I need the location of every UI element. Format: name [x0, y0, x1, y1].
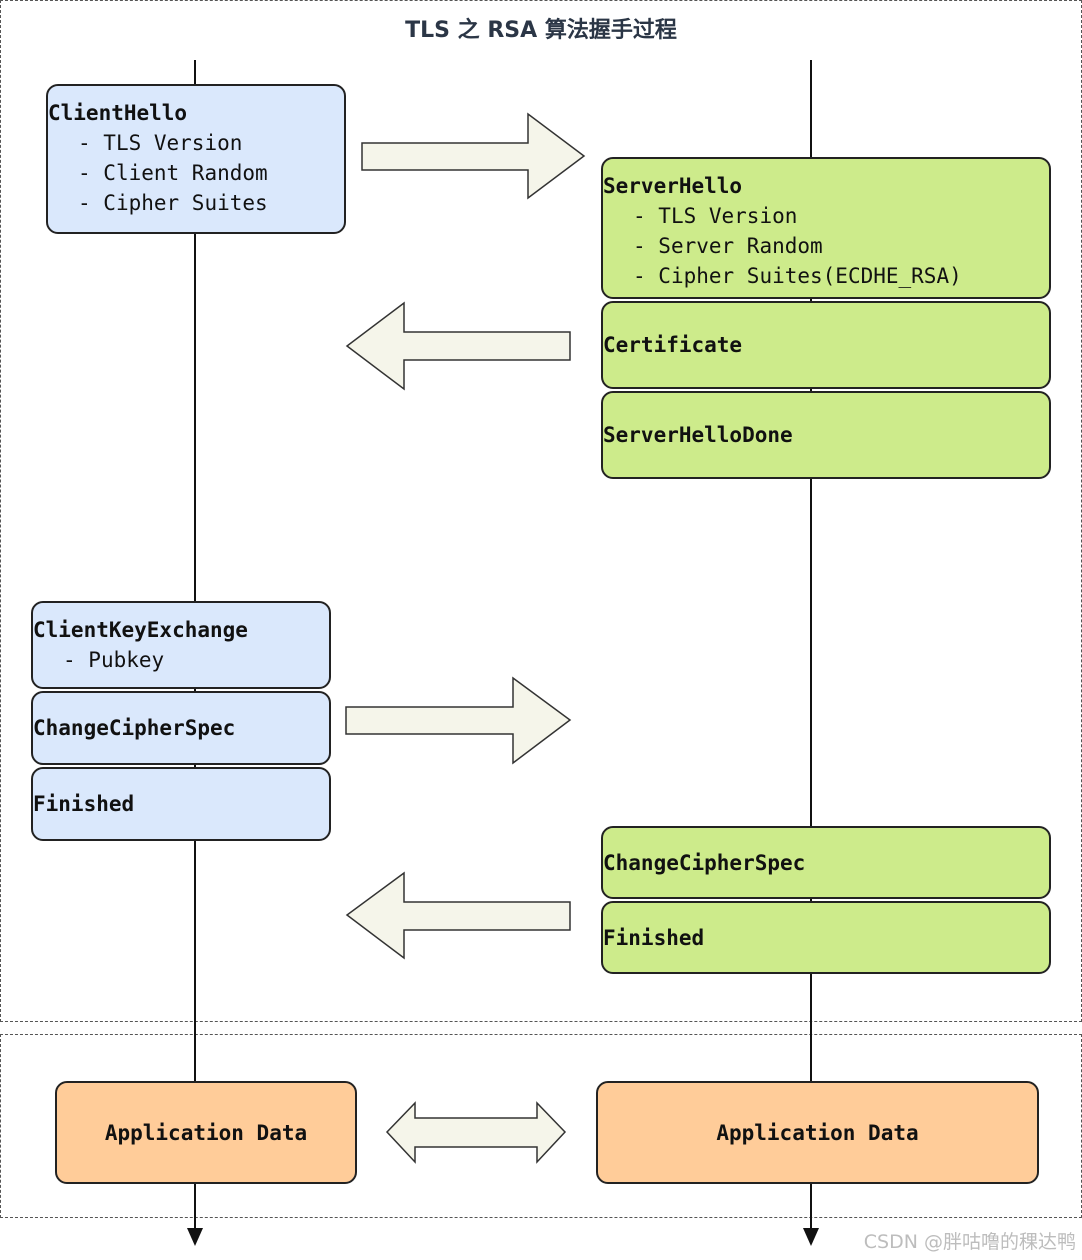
arrow-double-shape: [385, 1101, 567, 1164]
client-application-data-label: Application Data: [104, 1120, 308, 1145]
server-lifeline: [810, 60, 812, 1230]
server-hello-title: ServerHello: [603, 174, 743, 198]
server-hello-done-label: ServerHelloDone: [603, 423, 793, 447]
client-hello-item: - Cipher Suites: [78, 191, 268, 215]
client-application-data-box: Application Data: [55, 1081, 357, 1184]
server-hello-done-box: ServerHelloDone: [601, 391, 1051, 479]
server-certificate-box: Certificate: [601, 301, 1051, 389]
client-key-exchange-title: ClientKeyExchange: [33, 618, 248, 642]
arrow-right-shape: [361, 112, 586, 200]
diagram-title: TLS 之 RSA 算法握手过程: [405, 18, 677, 43]
client-change-cipher-spec-label: ChangeCipherSpec: [33, 716, 236, 740]
server-change-cipher-spec-label: ChangeCipherSpec: [603, 850, 806, 875]
server-finished-box: Finished: [601, 901, 1051, 974]
server-hello-box: ServerHello - TLS Version - Server Rando…: [601, 157, 1051, 299]
client-lifeline-arrowhead: [187, 1228, 203, 1246]
arrow-left-shape: [345, 871, 571, 960]
server-finished-label: Finished: [603, 925, 705, 950]
client-hello-box: ClientHello - TLS Version - Client Rando…: [46, 84, 346, 234]
client-finished-box: Finished: [31, 767, 331, 841]
client-hello-title: ClientHello: [48, 101, 188, 125]
client-key-exchange-item: - Pubkey: [63, 648, 165, 672]
server-application-data-label: Application Data: [716, 1120, 919, 1145]
server-change-cipher-spec-box: ChangeCipherSpec: [601, 826, 1051, 899]
server-lifeline-arrowhead: [803, 1228, 819, 1246]
server-hello-item: - Cipher Suites(ECDHE_RSA): [633, 264, 962, 288]
client-change-cipher-spec-box: ChangeCipherSpec: [31, 691, 331, 765]
server-hello-item: - Server Random: [633, 234, 823, 258]
server-application-data-box: Application Data: [596, 1081, 1039, 1184]
arrow-right-shape: [345, 676, 572, 765]
client-key-exchange-box: ClientKeyExchange - Pubkey: [31, 601, 331, 689]
server-hello-item: - TLS Version: [633, 204, 798, 228]
client-hello-item: - TLS Version: [78, 131, 243, 155]
client-finished-label: Finished: [33, 792, 135, 816]
watermark: CSDN @胖咕噜的稞达鸭: [863, 1231, 1076, 1253]
arrow-left-shape: [345, 301, 571, 391]
server-certificate-label: Certificate: [603, 333, 743, 357]
client-hello-item: - Client Random: [78, 161, 268, 185]
